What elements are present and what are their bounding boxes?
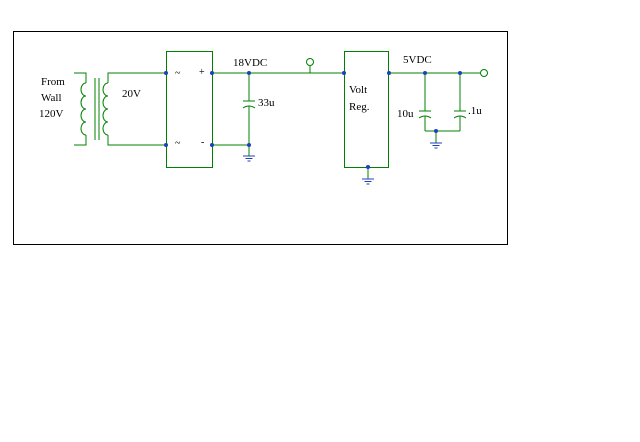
output-capacitor-10u [418, 73, 432, 131]
diagram-frame [13, 31, 508, 245]
test-point [306, 58, 314, 66]
output-capacitor-0-1u [453, 73, 467, 131]
ground-symbol-1 [243, 155, 255, 162]
regulator-label-line2: Reg. [349, 101, 370, 113]
bulk-capacitor-label: 33u [258, 97, 275, 109]
source-label-line1: From [41, 76, 65, 88]
rectifier-ac1-symbol: ~ [175, 68, 181, 79]
secondary-voltage-label: 20V [122, 88, 141, 100]
bridge-rectifier [166, 51, 213, 168]
transformer [74, 72, 166, 146]
bulk-capacitor [242, 73, 256, 145]
output-terminal [480, 69, 488, 77]
output-capacitor-10u-label: 10u [397, 108, 414, 120]
junction-nodes [164, 71, 462, 169]
rail-5v-label: 5VDC [403, 54, 432, 66]
ground-symbol-3 [430, 142, 442, 149]
output-capacitor-0-1u-label: .1u [468, 105, 482, 117]
regulator-label-line1: Volt [349, 84, 367, 96]
ground-symbol-2 [362, 178, 374, 185]
source-label-line2: Wall [41, 92, 62, 104]
rectifier-ac2-symbol: ~ [175, 138, 181, 149]
rectifier-plus-symbol: + [199, 67, 205, 78]
source-label-line3: 120V [39, 108, 64, 120]
rail-18v-label: 18VDC [233, 57, 267, 69]
rectifier-minus-symbol: - [201, 137, 204, 148]
